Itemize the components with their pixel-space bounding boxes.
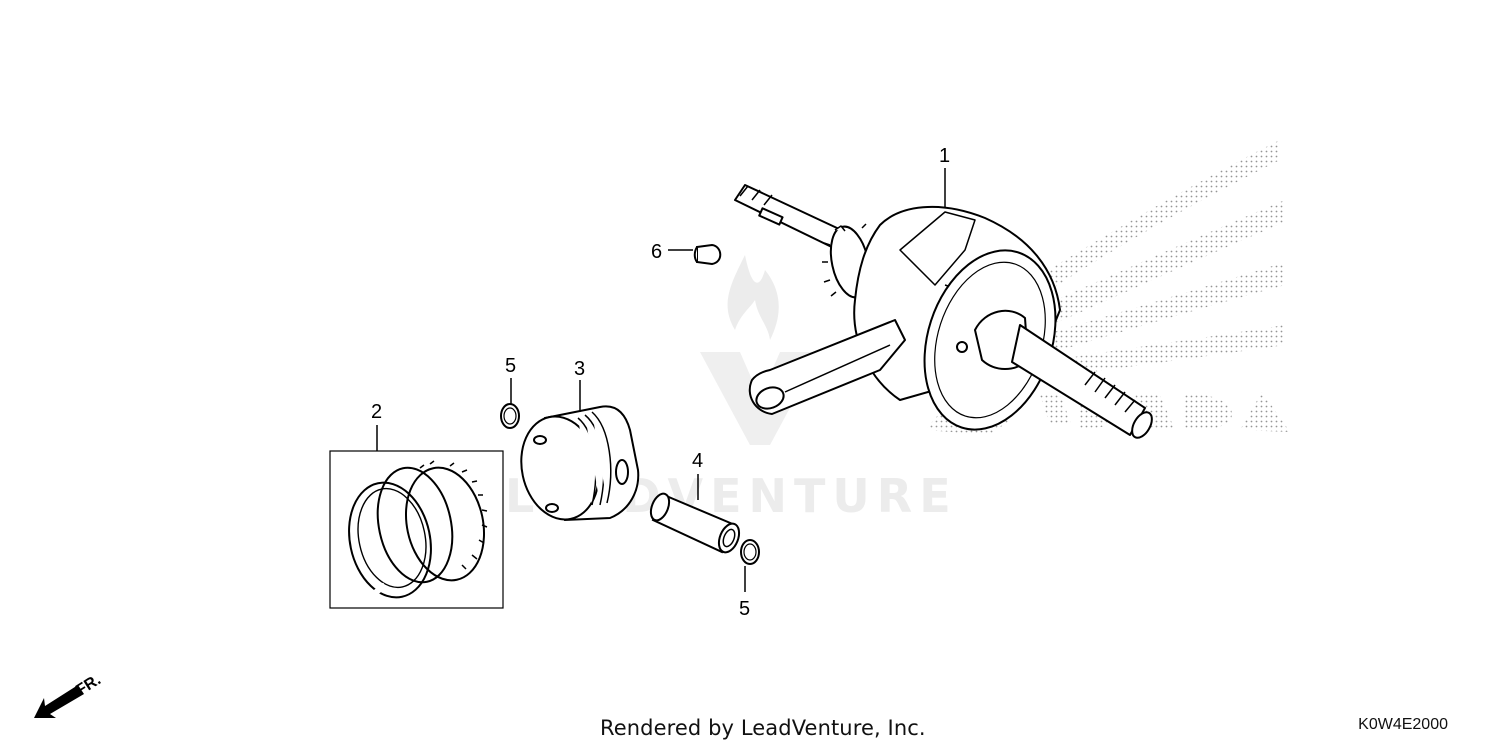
callout-piston-pin-clip-top: 5 xyxy=(505,355,516,377)
piston-drawing xyxy=(520,405,640,522)
piston-pin-drawing xyxy=(649,492,741,554)
piston-pin-clips-drawing xyxy=(500,403,760,565)
callout-piston: 3 xyxy=(574,358,585,380)
leader-lines xyxy=(376,168,946,592)
front-arrow-icon xyxy=(34,685,84,718)
footer-credit: Rendered by LeadVenture, Inc. xyxy=(600,716,926,740)
honda-wing-background xyxy=(925,140,1290,435)
callout-crankshaft: 1 xyxy=(939,145,950,167)
diagram-code: K0W4E2000 xyxy=(1358,716,1448,733)
callout-piston-pin: 4 xyxy=(692,450,703,472)
callout-piston-pin-clip-bottom: 5 xyxy=(739,598,750,620)
piston-ring-set-drawing xyxy=(329,450,504,609)
callout-woodruff-key: 6 xyxy=(651,241,662,263)
callout-labels: 1 2 3 4 5 5 6 xyxy=(371,145,950,620)
crankshaft-drawing xyxy=(734,184,1153,439)
front-direction-indicator: FR. xyxy=(34,671,104,718)
callout-piston-ring-set: 2 xyxy=(371,401,382,423)
woodruff-key-drawing xyxy=(693,243,722,266)
